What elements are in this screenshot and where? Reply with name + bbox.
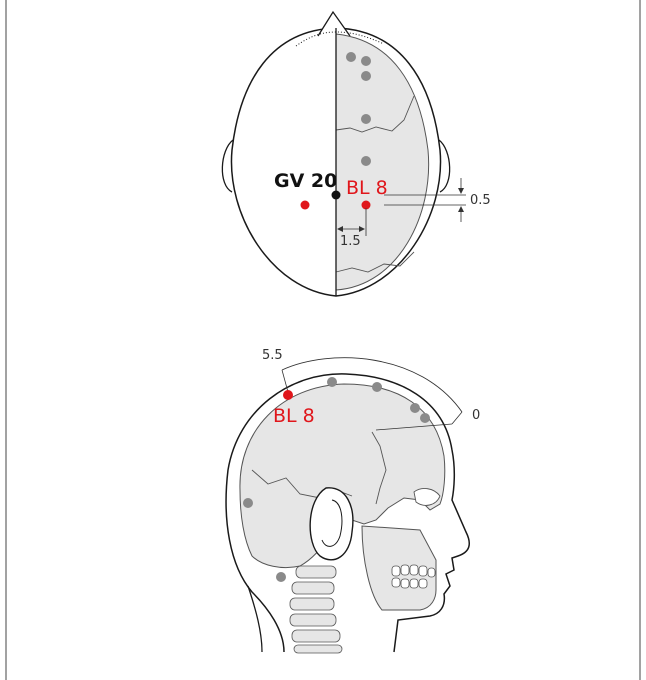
point-bl8-side (283, 390, 293, 400)
ear (309, 487, 354, 561)
arrow-head (458, 206, 464, 212)
arrow-head (359, 226, 365, 232)
point-gray (361, 71, 371, 81)
arrow-head (337, 226, 343, 232)
top-view-head: GV 20 BL 8 0.5 1.5 (221, 10, 491, 297)
measure-start-label: 5.5 (262, 348, 283, 363)
right-ear (438, 139, 451, 193)
point-gray (346, 52, 356, 62)
skull-right-half (335, 33, 430, 291)
lambdoid-suture (335, 251, 415, 273)
point-gray (276, 572, 286, 582)
point-gray (410, 403, 420, 413)
point-gv20 (331, 190, 341, 200)
skull-side (239, 383, 446, 569)
measure-tick (281, 369, 289, 393)
point-bl8-right (361, 200, 371, 210)
ear-inner (321, 499, 343, 547)
coronal-suture (335, 95, 415, 133)
coronal-suture-side (371, 431, 387, 505)
vertical-offset-label: 0.5 (470, 193, 491, 208)
point-gray (327, 377, 337, 387)
measure-arc (281, 357, 463, 413)
measure-guide (375, 423, 453, 431)
gv20-label: GV 20 (274, 170, 337, 192)
point-bl8-left (300, 200, 310, 210)
point-gray (361, 156, 371, 166)
neck-outline (247, 585, 263, 653)
point-gray (361, 114, 371, 124)
point-gray (372, 382, 382, 392)
cervical-vertebrae (289, 565, 343, 654)
side-view-head: 5.5 0 BL 8 (225, 348, 480, 654)
left-ear (221, 139, 234, 193)
arrow-head (458, 188, 464, 194)
point-gray (361, 56, 371, 66)
point-gray (420, 413, 430, 423)
point-gray (243, 498, 253, 508)
teeth (391, 564, 436, 589)
bl8-label-side: BL 8 (273, 405, 315, 427)
lateral-offset-label: 1.5 (340, 234, 361, 249)
bl8-label-top: BL 8 (346, 177, 388, 199)
measure-end-label: 0 (472, 408, 480, 423)
nose-outline (317, 10, 351, 37)
measure-tick (451, 411, 463, 425)
eye-socket (413, 488, 441, 506)
